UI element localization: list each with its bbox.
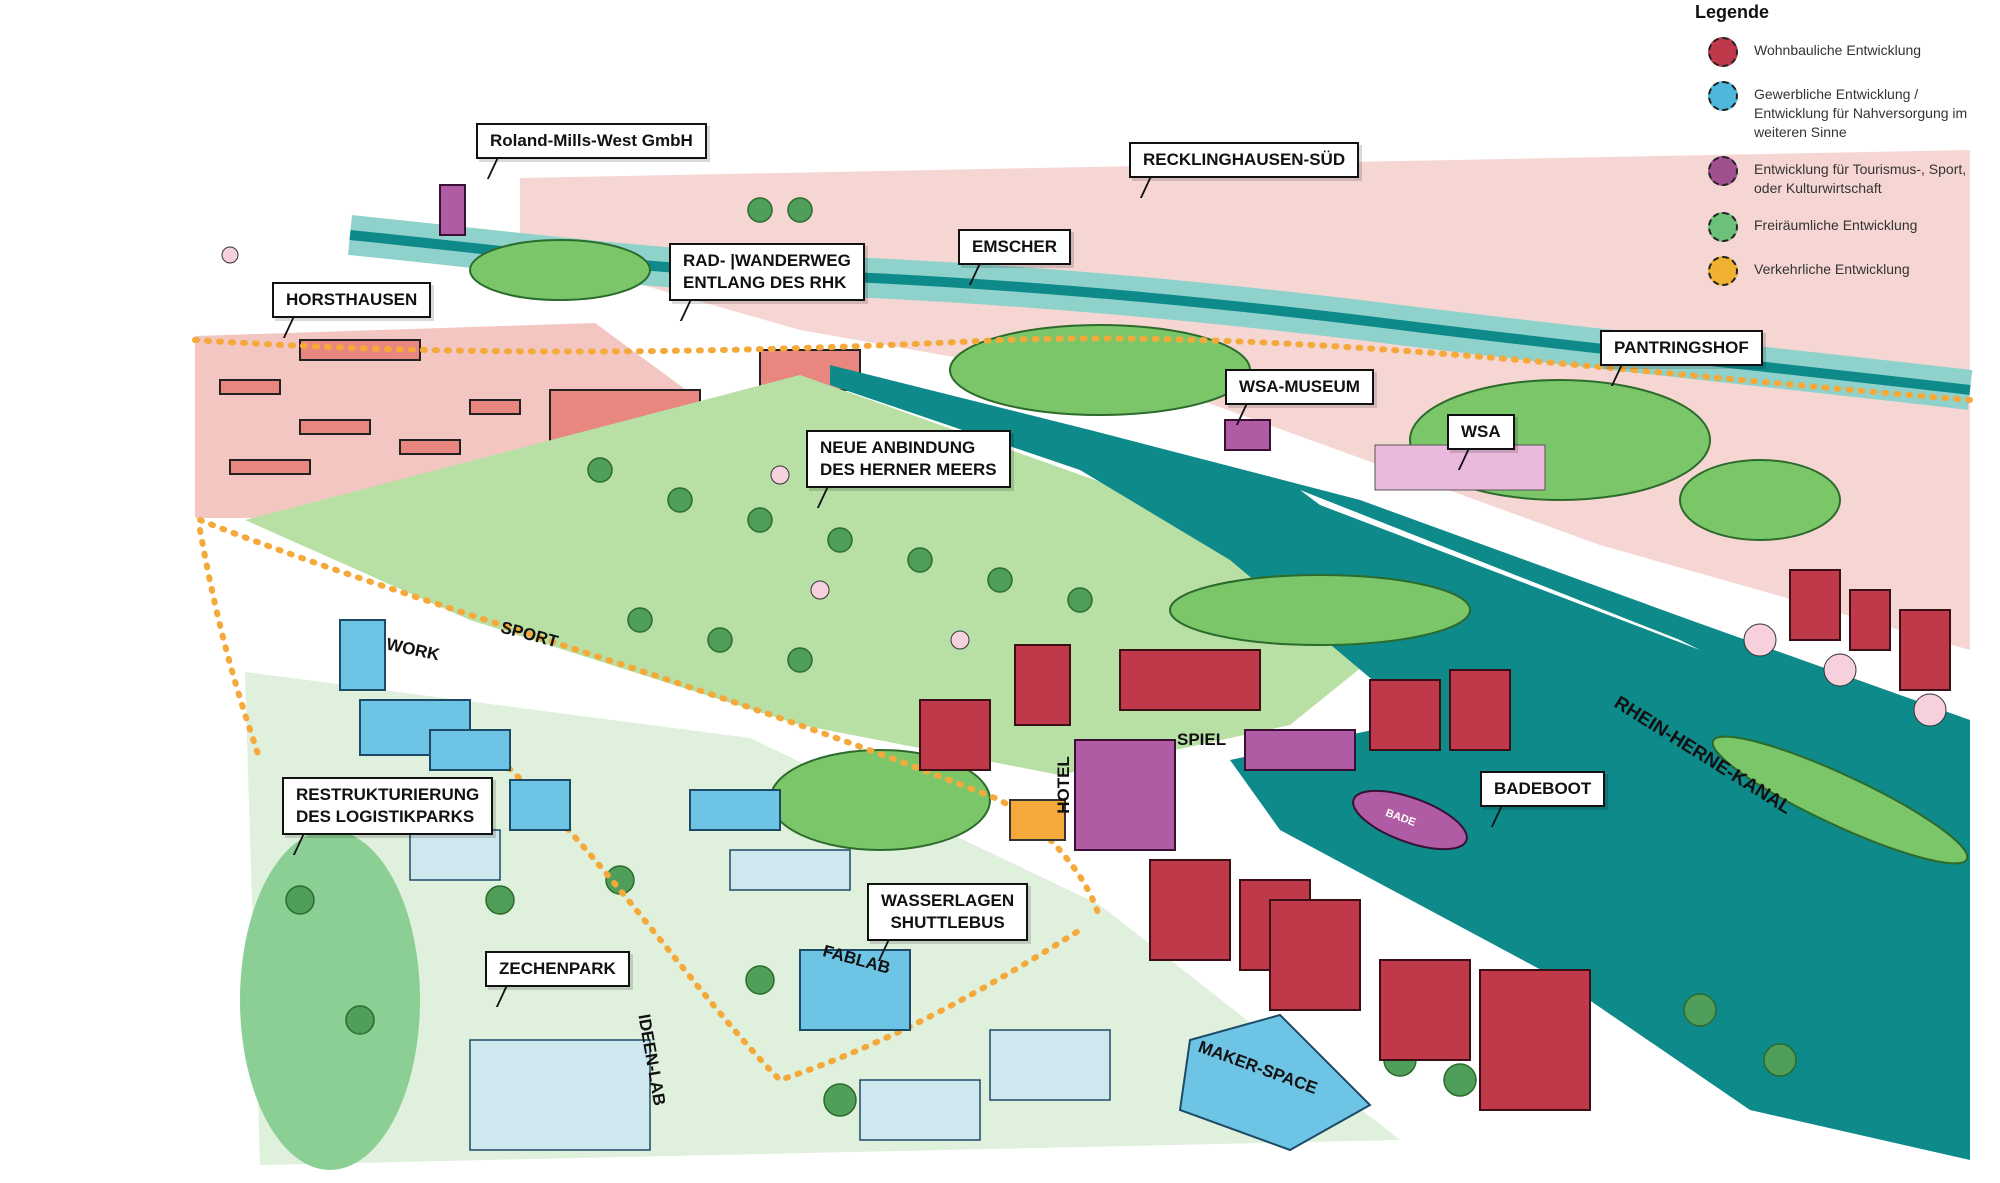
callout-wsa-museum: WSA-MUSEUM [1225,369,1374,405]
callout-radweg: RAD- |WANDERWEG ENTLANG DES RHK [669,243,865,301]
legend-swatch-icon [1708,212,1738,242]
legend-item-tourismus: Entwicklung für Tourismus-, Sport, oder … [1708,156,2000,198]
callout-shuttlebus: WASSERLAGEN SHUTTLEBUS [867,883,1029,941]
legend-label: Wohnbauliche Entwicklung [1754,42,1922,58]
legend-swatch-icon [1708,256,1738,286]
callout-pantringshof: PANTRINGSHOF [1600,330,1763,366]
legend-item-gewerbe: Gewerbliche Entwicklung / Entwicklung fü… [1708,81,2000,142]
tag-hotel: HOTEL [1053,756,1073,814]
callout-recklinghausen-sued: RECKLINGHAUSEN-SÜD [1129,142,1360,178]
legend: Legende Wohnbauliche Entwicklung Gewerbl… [1690,0,2000,300]
legend-label: Gewerbliche Entwicklung / Entwicklung fü… [1754,86,1968,140]
path-main-east-west [192,335,1973,403]
legend-label: Verkehrliche Entwicklung [1754,261,1910,277]
legend-label: Entwicklung für Tourismus-, Sport, oder … [1754,161,1967,196]
callout-emscher: EMSCHER [958,229,1072,265]
callout-logistikpark: RESTRUKTURIERUNG DES LOGISTIKPARKS [282,777,494,835]
legend-swatch-icon [1708,156,1738,186]
legend-item-wohnbau: Wohnbauliche Entwicklung [1708,37,2000,67]
path-lower [497,757,1083,1084]
callout-horsthausen: HORSTHAUSEN [272,282,432,318]
legend-label: Freiräumliche Entwicklung [1754,217,1918,233]
callout-badeboot: BADEBOOT [1480,771,1606,807]
path-park [197,517,1103,923]
legend-swatch-icon [1708,81,1738,111]
legend-swatch-icon [1708,37,1738,67]
callout-zechenpark: ZECHENPARK [485,951,630,987]
callout-roland-mills-west: Roland-Mills-West GmbH [476,123,707,159]
rhein-herne-kanal [830,365,1970,1160]
legend-item-freiraum: Freiräumliche Entwicklung [1708,212,2000,242]
legend-item-verkehr: Verkehrliche Entwicklung [1708,256,2000,286]
legend-title: Legende [1695,2,1770,22]
callout-neue-anbindung: NEUE ANBINDUNG DES HERNER MEERS [806,430,1011,488]
tag-spiel: SPIEL [1177,730,1227,749]
callout-wsa: WSA [1447,414,1515,450]
